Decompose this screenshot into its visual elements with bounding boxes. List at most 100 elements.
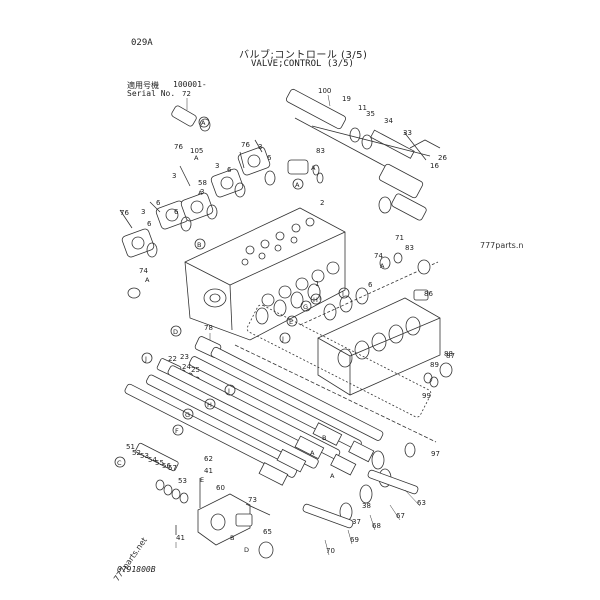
ref-letter: A (145, 276, 150, 284)
part-label: 41 (204, 467, 213, 475)
ref-letter-circle (338, 287, 350, 299)
ref-letter-circle (194, 238, 206, 250)
part-label: 34 (384, 117, 393, 125)
part-label: 3 (215, 162, 219, 170)
part-label: 87 (446, 352, 455, 360)
part-label: 70 (326, 547, 335, 555)
part-label: 88 (444, 350, 453, 358)
part-label: 73 (248, 496, 257, 504)
serial-label-japanese: 適用号機 (127, 81, 159, 90)
part-label: 57 (168, 464, 177, 472)
part-label: 74 (374, 252, 383, 260)
ref-letter: D (173, 328, 178, 336)
part-label: 65 (263, 528, 272, 536)
relief-valve-parts (127, 105, 324, 299)
part-label: 62 (204, 455, 213, 463)
part-label: 56 (162, 462, 171, 470)
ref-letter: B (230, 534, 234, 542)
ref-letter: A (295, 181, 300, 189)
ref-letter: A (310, 449, 315, 457)
ref-letter: H (313, 296, 318, 304)
part-label: 52 (132, 449, 141, 457)
leader-lines (175, 94, 421, 556)
part-label: 83 (405, 244, 414, 252)
ref-letter: H (207, 401, 212, 409)
part-label: 60 (216, 484, 225, 492)
part-label: 86 (424, 290, 433, 298)
part-label: 105 (190, 147, 203, 155)
ref-letter-circle (300, 300, 312, 312)
valve-cover-block (299, 261, 441, 396)
part-label: 16 (430, 162, 439, 170)
part-label: 23 (180, 353, 189, 361)
part-label: 67 (396, 512, 405, 520)
ref-letter: C (117, 459, 122, 467)
ref-letter: I (228, 387, 230, 395)
ref-letter: D (244, 546, 249, 554)
part-label: 76 (174, 143, 183, 151)
part-label: 11 (358, 104, 367, 112)
part-label: 35 (366, 110, 375, 118)
part-label: 25 (191, 366, 200, 374)
ref-letter-circle (182, 408, 194, 420)
drawing-number: 0791800B (117, 565, 156, 574)
part-label: 63 (417, 499, 426, 507)
part-label: 58 (198, 179, 207, 187)
ref-letter: B (197, 241, 201, 249)
part-label: 26 (438, 154, 447, 162)
lower-left-assembly (135, 442, 274, 559)
part-label: 6 (227, 166, 232, 174)
spool-stack (124, 346, 419, 529)
part-label: 51 (126, 443, 135, 451)
part-label: 22 (168, 355, 177, 363)
part-label: 53 (178, 477, 187, 485)
watermark-right: 777parts.n (480, 241, 524, 250)
ref-letter-circle (198, 116, 210, 128)
ref-letter: G (303, 303, 308, 311)
part-label: 83 (316, 147, 325, 155)
part-number-labels: 72 100 19 11 35 34 33 83 76 105 76 3 6 3… (120, 87, 455, 555)
part-label: 6 (267, 154, 272, 162)
ref-letter: A (330, 472, 335, 480)
part-label: 6 (147, 220, 152, 228)
ref-letter-circle (279, 332, 291, 344)
serial-number-value: 100001- (173, 80, 207, 89)
part-label: 3 (172, 172, 176, 180)
ref-letter-circle (141, 352, 153, 364)
ref-letter-circle (292, 178, 304, 190)
ref-letter: G (185, 411, 190, 419)
part-label: 2 (320, 199, 324, 207)
part-label: 3 (141, 208, 145, 216)
ref-letter-circle (286, 315, 298, 327)
part-label: 100 (318, 87, 331, 95)
ref-letter: E (200, 476, 204, 484)
part-label: 19 (342, 95, 351, 103)
part-label: 6 (368, 281, 373, 289)
ref-letter: E (289, 318, 293, 326)
flange-group (119, 139, 276, 258)
ref-letter-circle (310, 293, 322, 305)
part-label: 99 (422, 392, 431, 400)
part-label: 74 (139, 267, 148, 275)
ref-letter: A (198, 189, 203, 197)
part-label: 6 (174, 208, 179, 216)
o-ring-row (255, 283, 369, 325)
upper-spool-assembly (285, 88, 441, 221)
part-label: 71 (395, 234, 404, 242)
ref-letter: A (311, 164, 316, 172)
part-label: 72 (182, 90, 191, 98)
title-japanese: バルブ;コントロール (3/5) (239, 50, 368, 61)
ref-letter-circle (204, 398, 216, 410)
part-label: 78 (204, 324, 213, 332)
part-label: 6 (156, 199, 161, 207)
ref-letter: J (144, 355, 147, 363)
part-label: 76 (241, 141, 250, 149)
ref-letter: J (281, 335, 284, 343)
part-label: 76 (120, 209, 129, 217)
part-label: 89 (430, 361, 439, 369)
ref-letter-circle (114, 456, 126, 468)
part-label: 68 (372, 522, 381, 530)
reference-letter-labels: A A B D J I H G F C J E G H I A A A A A … (117, 119, 385, 554)
ref-letter: I (342, 290, 344, 298)
